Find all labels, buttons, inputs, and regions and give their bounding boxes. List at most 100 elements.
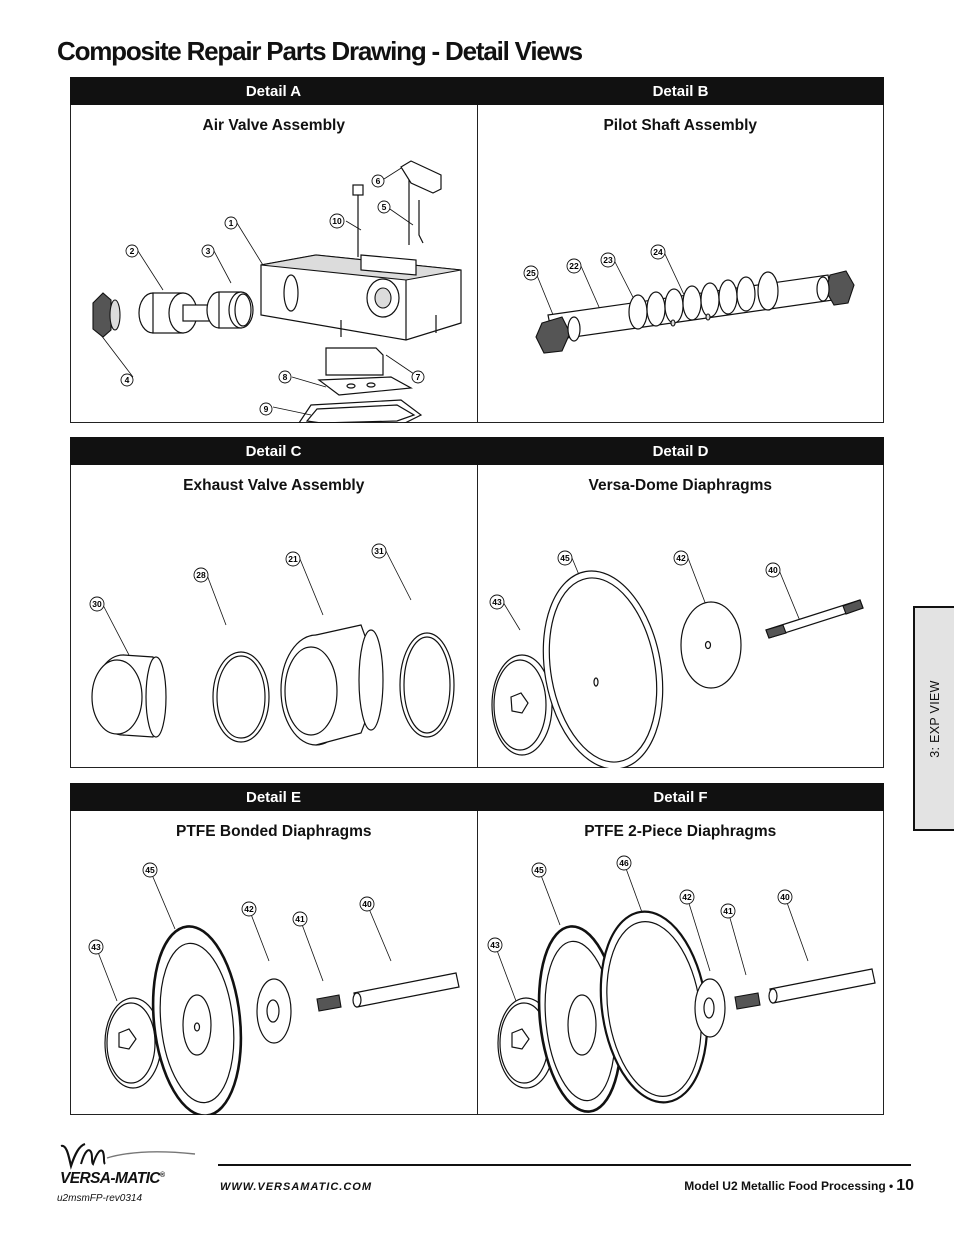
callout-31: 31	[371, 543, 387, 559]
air-valve-assembly-drawing: 1 2 3 4 5 6 7 8 9 10	[92, 160, 462, 423]
callout-40: 40	[359, 896, 375, 912]
footer-model-line: Model U2 Metallic Food Processing •10	[684, 1177, 914, 1195]
svg-text:24: 24	[653, 247, 663, 257]
svg-text:40: 40	[362, 899, 372, 909]
svg-text:40: 40	[768, 565, 778, 575]
detail-c-label: Detail C	[245, 442, 302, 460]
callout-46: 46	[616, 855, 631, 871]
detail-e-panel: PTFE Bonded Diaphragms	[71, 811, 477, 1115]
callout-45: 45	[142, 862, 158, 878]
callout-23: 23	[600, 252, 615, 268]
callout-30: 30	[89, 596, 105, 612]
panel-title-pilot-shaft: Pilot Shaft Assembly	[603, 117, 758, 134]
panel-title-versa-dome: Versa-Dome Diaphragms	[588, 477, 773, 494]
svg-text:41: 41	[723, 906, 733, 916]
detail-a-panel: Air Valve Assembly	[71, 105, 477, 423]
detail-header-ab: Detail A Detail B	[70, 77, 884, 105]
detail-f-panel: PTFE 2-Piece Diaphragms	[476, 811, 884, 1114]
svg-text:8: 8	[283, 372, 288, 382]
callout-41: 41	[292, 911, 308, 927]
svg-text:43: 43	[492, 597, 502, 607]
brand-wordmark: VERSA-MATIC®	[60, 1170, 165, 1187]
pilot-shaft-assembly-drawing: 25 22 23 24	[523, 244, 855, 354]
callout-8: 8	[278, 370, 292, 384]
panel-title-ptfe-2-piece: PTFE 2-Piece Diaphragms	[584, 823, 777, 840]
callout-40: 40	[765, 562, 780, 578]
callout-45: 45	[557, 550, 572, 566]
versa-dome-diaphragms-drawing: 43 45 42 40	[489, 550, 864, 768]
svg-text:46: 46	[619, 858, 629, 868]
footer-rule	[218, 1164, 911, 1166]
callout-21: 21	[285, 551, 301, 567]
svg-text:42: 42	[676, 553, 686, 563]
svg-text:2: 2	[130, 246, 135, 256]
callout-28: 28	[193, 567, 209, 583]
callout-43: 43	[489, 594, 504, 610]
callout-10: 10	[329, 213, 345, 229]
ptfe-2-piece-diaphragms-drawing: 43 45 46 42 41 40	[487, 855, 876, 1113]
callout-42: 42	[673, 550, 688, 566]
exhaust-valve-assembly-drawing: 30 28 21 31	[89, 543, 455, 746]
detail-b-panel: Pilot Shaft Assembly	[476, 105, 884, 422]
callout-2: 2	[125, 244, 139, 258]
website-link[interactable]: WWW.VERSAMATIC.COM	[220, 1181, 373, 1193]
section-side-tab[interactable]: 3: EXP VIEW	[913, 606, 954, 831]
svg-text:42: 42	[244, 904, 254, 914]
page-title: Composite Repair Parts Drawing - Detail …	[57, 36, 583, 66]
callout-45: 45	[531, 862, 546, 878]
callout-9: 9	[259, 402, 273, 416]
svg-text:41: 41	[295, 914, 305, 924]
callout-42: 42	[679, 889, 694, 905]
section-side-tab-label: 3: EXP VIEW	[927, 679, 942, 758]
svg-text:31: 31	[374, 546, 384, 556]
svg-text:28: 28	[196, 570, 206, 580]
callout-43: 43	[88, 939, 104, 955]
detail-d-panel: Versa-Dome Diaphragms	[476, 465, 884, 768]
svg-text:45: 45	[145, 865, 155, 875]
svg-text:9: 9	[264, 404, 269, 414]
svg-text:40: 40	[780, 892, 790, 902]
svg-text:5: 5	[382, 202, 387, 212]
svg-text:1: 1	[229, 218, 234, 228]
detail-b-label: Detail B	[652, 82, 709, 100]
panel-title-ptfe-bonded: PTFE Bonded Diaphragms	[176, 823, 372, 840]
svg-text:22: 22	[569, 261, 579, 271]
svg-text:45: 45	[534, 865, 544, 875]
detail-d-label: Detail D	[652, 442, 709, 460]
callout-7: 7	[411, 370, 425, 384]
svg-text:10: 10	[332, 216, 342, 226]
svg-text:6: 6	[376, 176, 381, 186]
svg-text:43: 43	[490, 940, 500, 950]
callout-5: 5	[377, 200, 391, 214]
callout-22: 22	[566, 258, 581, 274]
detail-e-label: Detail E	[245, 788, 302, 806]
callout-4: 4	[120, 373, 134, 387]
callout-1: 1	[224, 216, 238, 230]
detail-a-label: Detail A	[245, 82, 302, 100]
callout-43: 43	[487, 937, 502, 953]
callout-41: 41	[720, 903, 735, 919]
svg-text:30: 30	[92, 599, 102, 609]
callout-40: 40	[777, 889, 792, 905]
detail-row-ef: Detail E Detail F PTFE Bonded Diaphragms	[70, 783, 884, 1115]
page-number: 10	[896, 1177, 914, 1194]
detail-f-label: Detail F	[653, 788, 708, 806]
versa-matic-logo-icon	[60, 1142, 196, 1170]
callout-3: 3	[201, 244, 215, 258]
panel-title-exhaust-valve: Exhaust Valve Assembly	[183, 477, 365, 494]
detail-c-panel: Exhaust Valve Assembly	[71, 465, 477, 767]
ptfe-bonded-diaphragms-drawing: 43 45 42 41 40	[88, 862, 460, 1115]
panel-title-air-valve: Air Valve Assembly	[202, 117, 345, 134]
revision-code: u2msmFP-rev0314	[57, 1193, 143, 1204]
svg-text:45: 45	[560, 553, 570, 563]
detail-header-ef: Detail E Detail F	[70, 783, 884, 811]
detail-header-cd: Detail C Detail D	[70, 437, 884, 465]
svg-text:3: 3	[206, 246, 211, 256]
svg-text:21: 21	[288, 554, 298, 564]
svg-text:25: 25	[526, 268, 536, 278]
callout-42: 42	[241, 901, 257, 917]
svg-text:23: 23	[603, 255, 613, 265]
detail-row-ab: Detail A Detail B Air Valve Assembly	[70, 77, 884, 423]
model-name: Model U2 Metallic Food Processing •	[684, 1179, 894, 1193]
callout-25: 25	[523, 265, 538, 281]
